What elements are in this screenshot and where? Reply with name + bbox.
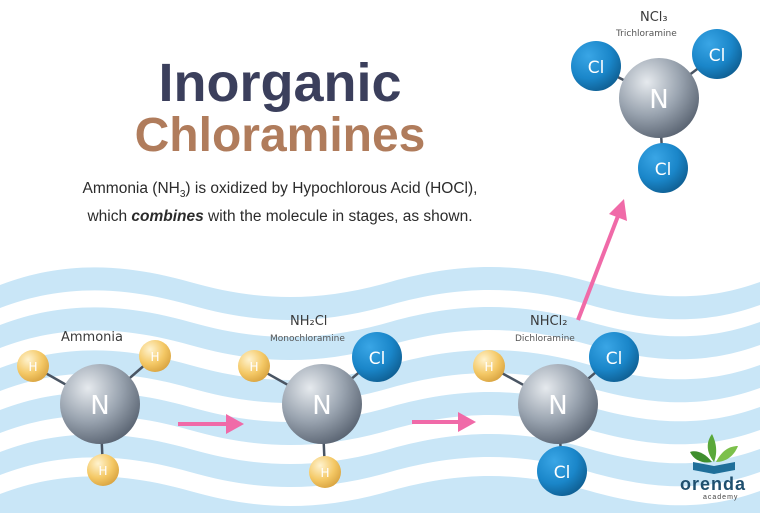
arrow-ammonia-to-monochloramine <box>178 414 244 434</box>
nitrogen-atom: N <box>60 364 140 444</box>
arrow-monochloramine-to-dichloramine <box>412 412 476 432</box>
hydrogen-atom: H <box>309 456 341 488</box>
wave-band <box>0 476 760 513</box>
dichloramine-name: Dichloramine <box>515 334 575 344</box>
dichloramine-molecule: H Cl Cl N <box>473 332 639 496</box>
title-line-2: Chloramines <box>134 109 426 162</box>
chlorine-atom: Cl <box>589 332 639 382</box>
svg-text:N: N <box>312 391 331 421</box>
title-line-1: Inorganic <box>158 53 402 113</box>
description: Ammonia (NH3) is oxidized by Hypochlorou… <box>40 178 520 228</box>
description-line-2: which combines with the molecule in stag… <box>87 208 473 226</box>
svg-text:N: N <box>548 391 567 421</box>
svg-text:Cl: Cl <box>606 349 623 369</box>
monochloramine-molecule: H Cl H N <box>238 332 402 488</box>
hydrogen-atom: H <box>17 350 49 382</box>
svg-text:N: N <box>649 85 668 115</box>
orenda-logo-name: orenda <box>680 474 747 494</box>
ammonia-label: Ammonia <box>61 330 123 345</box>
wave-band <box>0 434 760 487</box>
svg-text:H: H <box>98 464 107 478</box>
svg-text:H: H <box>320 466 329 480</box>
orenda-logo-tagline: academy <box>703 494 739 501</box>
nitrogen-atom: N <box>282 364 362 444</box>
nitrogen-atom: N <box>619 58 699 138</box>
chlorine-atom: Cl <box>571 41 621 91</box>
hydrogen-atom: H <box>139 340 171 372</box>
svg-text:H: H <box>28 360 37 374</box>
hydrogen-atom: H <box>473 350 505 382</box>
trichloramine-molecule: Cl Cl Cl N <box>571 29 742 193</box>
hydrogen-atom: H <box>238 350 270 382</box>
svg-text:H: H <box>484 360 493 374</box>
svg-text:H: H <box>150 350 159 364</box>
svg-text:Cl: Cl <box>655 160 672 180</box>
svg-text:N: N <box>90 391 109 421</box>
chlorine-atom: Cl <box>352 332 402 382</box>
chlorine-atom: Cl <box>537 446 587 496</box>
monochloramine-name: Monochloramine <box>270 334 345 344</box>
description-line-1: Ammonia (NH3) is oxidized by Hypochlorou… <box>82 180 478 201</box>
orenda-logo-mark <box>690 434 738 474</box>
chlorine-atom: Cl <box>692 29 742 79</box>
trichloramine-formula: NCl₃ <box>640 10 668 25</box>
svg-text:Cl: Cl <box>369 349 386 369</box>
ammonia-molecule: H H H N <box>17 340 171 486</box>
svg-text:Cl: Cl <box>554 463 571 483</box>
arrow-dichloramine-to-trichloramine <box>576 199 627 321</box>
svg-text:Cl: Cl <box>588 58 605 78</box>
trichloramine-name: Trichloramine <box>616 29 677 39</box>
dichloramine-formula: NHCl₂ <box>530 314 568 329</box>
hydrogen-atom: H <box>87 454 119 486</box>
chlorine-atom: Cl <box>638 143 688 193</box>
wave-band <box>0 267 760 320</box>
svg-text:Cl: Cl <box>709 46 726 66</box>
nitrogen-atom: N <box>518 364 598 444</box>
monochloramine-formula: NH₂Cl <box>290 314 328 329</box>
svg-text:H: H <box>249 360 258 374</box>
